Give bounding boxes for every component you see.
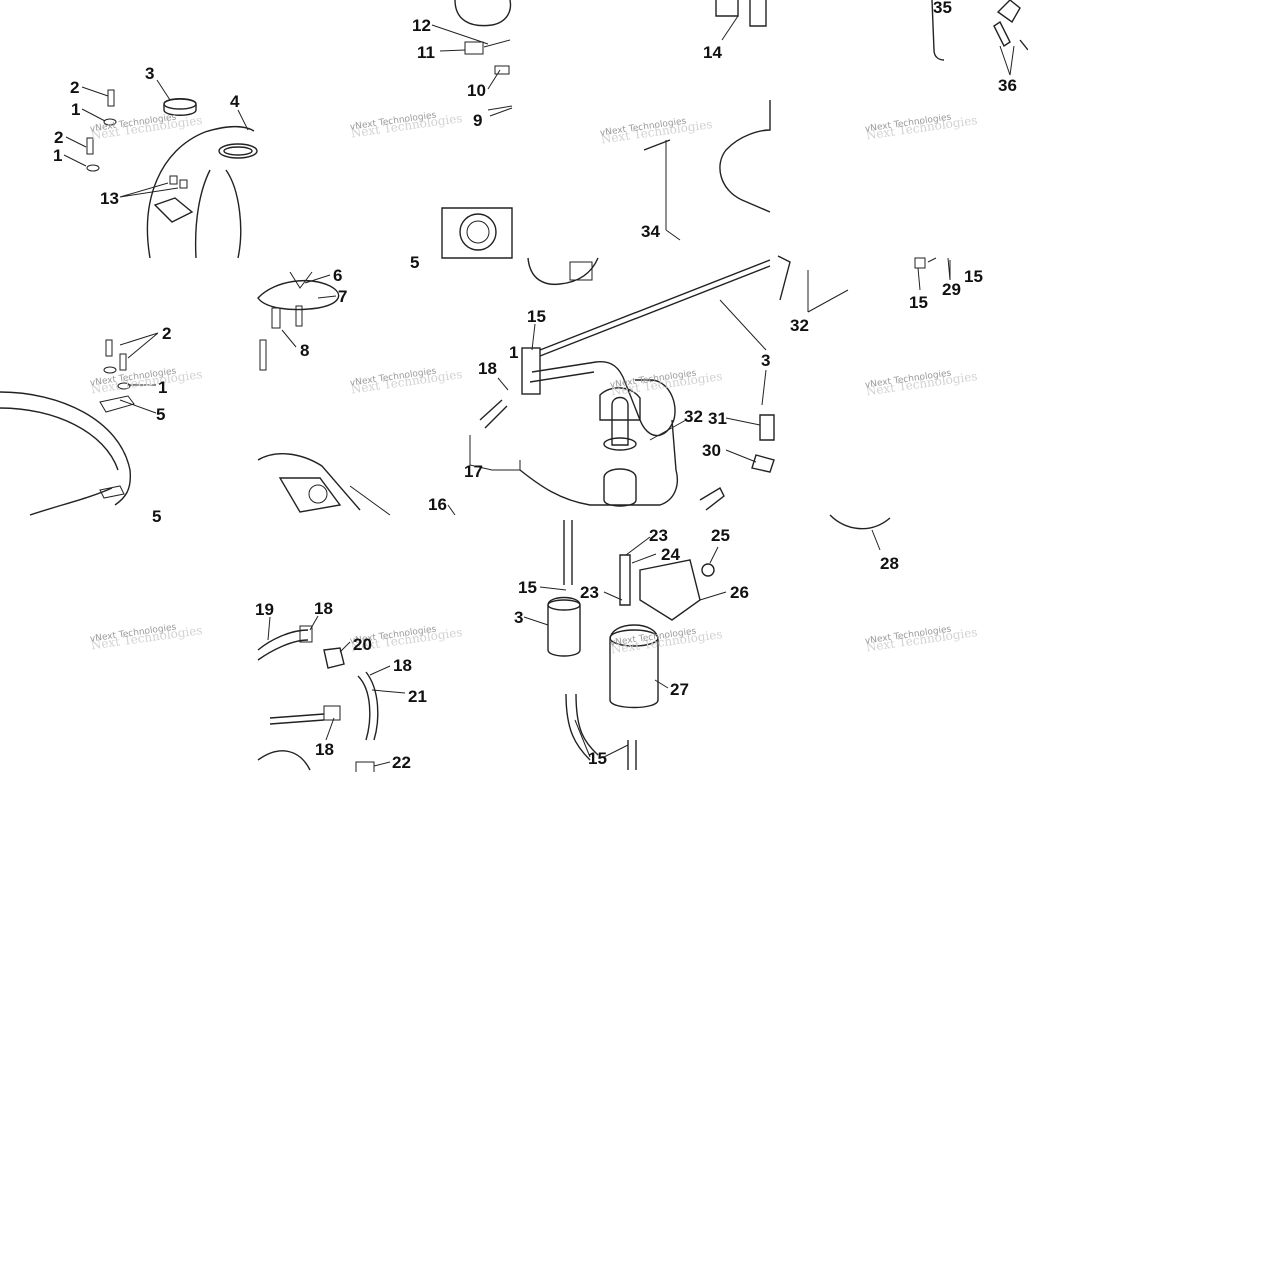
callout-label: 11 [417, 43, 435, 62]
callout-label: 2 [162, 324, 171, 343]
callout-label: 20 [353, 635, 372, 654]
callout-label: 31 [708, 409, 727, 428]
watermark: Next Technologies vNext Technologies [609, 626, 723, 656]
throttle-body-drawing [441, 0, 767, 286]
callout-label: 23 [649, 526, 668, 545]
callout-label: 29 [942, 280, 961, 299]
injector-drawing [914, 0, 1029, 281]
watermark: Next Technologies vNext Technologies [864, 112, 978, 142]
callout-label: 10 [467, 81, 486, 100]
callout-labels: 2 1 2 1 3 4 13 12 11 10 9 5 14 35 36 6 7… [53, 0, 1017, 772]
watermark: Next Technologies vNext Technologies [864, 624, 978, 654]
watermark: Next Technologies vNext Technologies [599, 116, 713, 146]
callout-label: 5 [410, 253, 419, 272]
watermark: Next Technologies vNext Technologies [349, 366, 463, 396]
callout-label: 9 [473, 111, 482, 130]
fuel-rail-drawing [479, 100, 791, 511]
fuel-tank-drawing [86, 89, 258, 259]
callout-label: 28 [880, 554, 899, 573]
callout-label: 24 [661, 545, 680, 564]
callout-label: 26 [730, 583, 749, 602]
callout-label: 23 [580, 583, 599, 602]
callout-label: 36 [998, 76, 1017, 95]
callout-label: 4 [230, 92, 240, 111]
callout-label: 18 [478, 359, 497, 378]
callout-label: 12 [412, 16, 431, 35]
callout-label: 5 [152, 507, 161, 526]
callout-label: 2 [70, 78, 79, 97]
callout-label: 1 [53, 146, 62, 165]
callout-label: 15 [909, 293, 928, 312]
callout-label: 18 [314, 599, 333, 618]
fuel-tank-lower-drawing [0, 339, 135, 516]
callout-label: 3 [514, 608, 523, 627]
callout-label: 14 [703, 43, 722, 62]
callout-label: 7 [338, 287, 347, 306]
watermark: Next Technologies vNext Technologies [349, 110, 463, 140]
callout-label: 15 [588, 749, 607, 768]
callout-label: 3 [761, 351, 770, 370]
watermark: Next Technologies vNext Technologies [89, 112, 203, 142]
callout-label: 21 [408, 687, 427, 706]
sender-plate-drawing [257, 271, 391, 516]
callout-label: 30 [702, 441, 721, 460]
callout-label: 6 [333, 266, 342, 285]
callout-label: 35 [933, 0, 952, 17]
callout-label: 1 [71, 100, 80, 119]
callout-label: 1 [509, 343, 518, 362]
callout-label: 18 [393, 656, 412, 675]
watermark: Next Technologies vNext Technologies [864, 368, 978, 398]
callout-label: 25 [711, 526, 730, 545]
callout-label: 15 [527, 307, 546, 326]
callout-label: 13 [100, 189, 119, 208]
watermark: Next Technologies vNext Technologies [89, 622, 203, 652]
callout-label: 1 [158, 378, 167, 397]
callout-label: 22 [392, 753, 411, 772]
callout-label: 15 [518, 578, 537, 597]
watermark: Next Technologies vNext Technologies [89, 366, 203, 396]
watermark: Next Technologies vNext Technologies [609, 368, 723, 398]
callout-label: 15 [964, 267, 983, 286]
callout-label: 27 [670, 680, 689, 699]
callout-label: 32 [790, 316, 809, 335]
callout-label: 17 [464, 462, 483, 481]
callout-label: 8 [300, 341, 309, 360]
callout-label: 19 [255, 600, 274, 619]
hose-assembly-drawing [257, 625, 379, 775]
callout-label: 2 [54, 128, 63, 147]
callout-label: 32 [684, 407, 703, 426]
callout-label: 34 [641, 222, 660, 241]
callout-label: 18 [315, 740, 334, 759]
leader-lines [63, 15, 1015, 767]
callout-label: 5 [156, 405, 165, 424]
filter-hose-drawing [547, 514, 891, 770]
callout-label: 3 [145, 64, 154, 83]
callout-label: 16 [428, 495, 447, 514]
